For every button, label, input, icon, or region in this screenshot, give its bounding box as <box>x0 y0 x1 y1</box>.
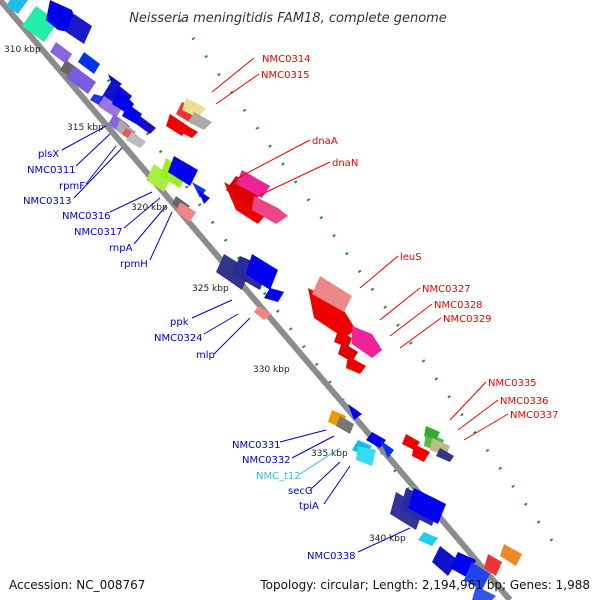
gene-block <box>336 416 354 434</box>
gene-block <box>98 96 122 118</box>
gene-label-rpmH: rpmH <box>120 259 148 270</box>
gene-block <box>122 104 142 124</box>
gene-block <box>412 444 430 462</box>
gene-block <box>78 52 100 74</box>
gene-block <box>346 356 366 374</box>
kbp-label: 335 kbp <box>311 449 348 459</box>
gene-block <box>484 554 502 576</box>
gene-block <box>180 124 198 138</box>
kbp-label: 320 kbp <box>131 203 168 213</box>
gene-label-nmc0338: NMC0338 <box>307 551 356 562</box>
gene-block <box>22 6 58 42</box>
gene-label-nmc0331: NMC0331 <box>232 440 281 451</box>
gene-block <box>246 254 278 290</box>
gene-label-nmc0332: NMC0332 <box>242 455 291 466</box>
gene-label-nmc0329: NMC0329 <box>443 314 492 325</box>
gene-block <box>348 404 362 420</box>
gene-block <box>380 440 394 458</box>
gene-block <box>236 170 270 198</box>
forward-strand-genes <box>166 98 522 576</box>
gene-block <box>352 326 382 358</box>
gene-label-ppk: ppk <box>170 317 189 328</box>
gene-block <box>308 288 356 338</box>
kbp-label: 315 kbp <box>67 123 104 133</box>
rna-gene-leader <box>299 447 341 475</box>
gene-block <box>126 132 146 148</box>
gene-block <box>472 586 496 600</box>
gene-block <box>66 14 92 44</box>
gene-label-nmc0317: NMC0317 <box>74 227 123 238</box>
gene-label-nmc0313: NMC0313 <box>23 196 72 207</box>
gene-label-plsX: plsX <box>38 149 59 160</box>
gene-label-nmc0316: NMC0316 <box>62 211 111 222</box>
gene-block <box>338 342 358 362</box>
gene-label-nmc0328: NMC0328 <box>434 300 483 311</box>
reverse-strand-genes <box>6 0 496 600</box>
gene-label-nmc0314: NMC0314 <box>262 54 311 65</box>
gene-label-secG: secG <box>288 486 313 497</box>
gene-block <box>182 98 206 118</box>
forward-gene-labels <box>211 57 509 441</box>
gene-label-leuS: leuS <box>400 252 422 263</box>
map-title: Neisseria meningitidis FAM18, complete g… <box>129 11 447 26</box>
kbp-label: 340 kbp <box>369 534 406 544</box>
gene-label-dnaN: dnaN <box>332 158 358 169</box>
gene-block <box>226 176 262 206</box>
forward-gene-label-text: NMC0314 NMC0315 dnaA dnaN leuS NMC0327 N… <box>261 54 559 421</box>
gene-block <box>418 532 438 546</box>
gene-block <box>356 446 376 466</box>
gene-block <box>264 288 284 302</box>
kbp-scale: 310 kbp 315 kbp 320 kbp 325 kbp 330 kbp … <box>4 45 406 544</box>
gene-block <box>366 432 386 448</box>
gene-block <box>252 196 288 224</box>
gene-label-tpiA: tpiA <box>299 501 319 512</box>
gene-block <box>50 42 72 64</box>
gene-label-nmc0337: NMC0337 <box>510 410 559 421</box>
gene-block <box>146 164 172 192</box>
gene-block <box>408 488 446 524</box>
accession-text: Accession: NC_008767 <box>9 578 146 592</box>
genome-summary-text: Topology: circular; Length: 2,194,961 bp… <box>260 578 590 592</box>
gene-block <box>312 276 352 312</box>
gene-label-nmc0335: NMC0335 <box>488 378 537 389</box>
gene-block <box>254 306 272 320</box>
gene-label-nmc0311: NMC0311 <box>27 165 76 176</box>
gene-label-nmc0324: NMC0324 <box>154 333 203 344</box>
gene-label-nmc0336: NMC0336 <box>500 396 549 407</box>
kbp-label: 330 kbp <box>253 365 290 375</box>
gene-block <box>136 116 156 134</box>
gene-block <box>6 0 28 14</box>
gene-block <box>176 202 196 222</box>
gene-label-rpmF: rpmF <box>59 181 85 192</box>
gene-block <box>424 426 440 440</box>
gene-label-rnpA: rnpA <box>109 243 133 254</box>
gene-block <box>436 448 454 462</box>
gene-label-nmc0327: NMC0327 <box>422 284 471 295</box>
gene-block <box>500 544 522 566</box>
gene-label-nmc-t12: NMC_t12 <box>256 471 301 482</box>
gene-block <box>464 562 490 590</box>
gene-block <box>334 330 352 348</box>
kbp-label: 310 kbp <box>4 45 41 55</box>
gene-block <box>188 112 212 130</box>
reverse-gene-label-text: plsX NMC0311 rpmF NMC0313 NMC0316 NMC031… <box>23 149 356 562</box>
kbp-label: 325 kbp <box>192 284 229 294</box>
gene-block <box>168 156 198 186</box>
gene-label-nmc0315: NMC0315 <box>261 70 310 81</box>
reverse-gene-labels <box>61 125 411 553</box>
gene-block <box>198 190 210 204</box>
gene-label-mlp: mlp <box>196 350 215 361</box>
gene-block <box>66 66 96 94</box>
gene-label-dnaA: dnaA <box>312 136 338 147</box>
